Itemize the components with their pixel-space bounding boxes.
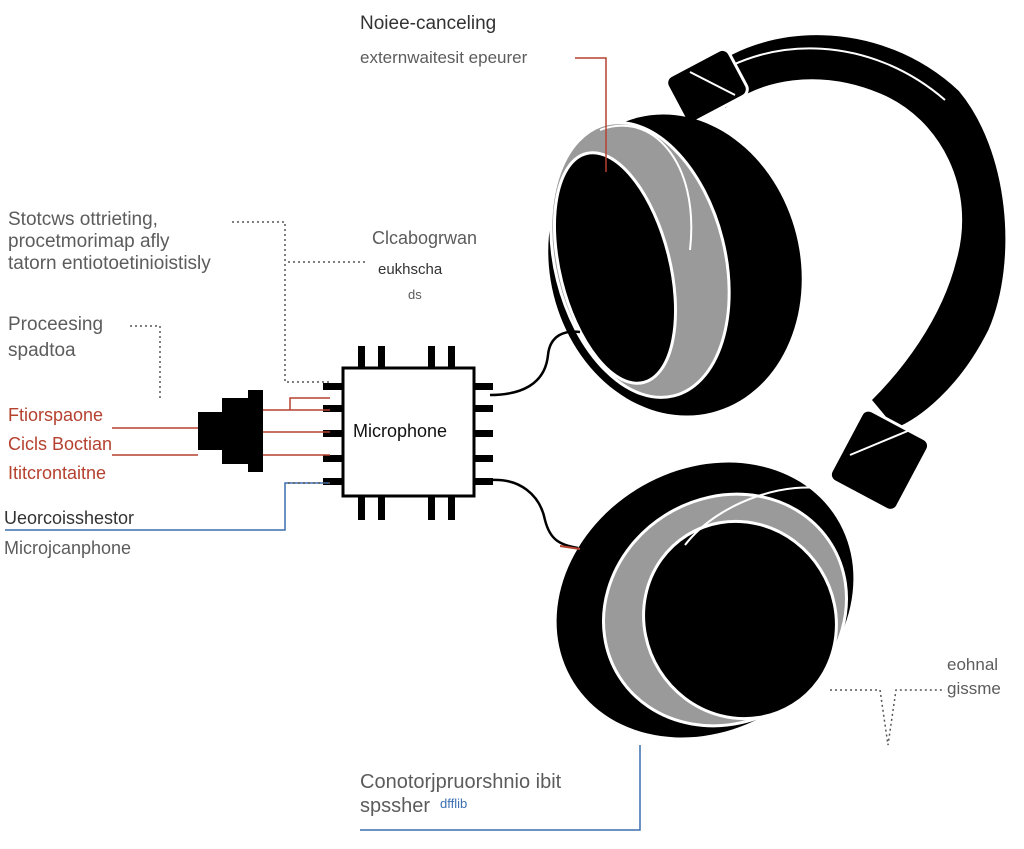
lower-slider	[828, 408, 931, 512]
center-label-line1: Clcabogrwan	[372, 228, 478, 248]
bottom-label-line2: spssher	[360, 795, 431, 817]
blue-label-2: Microjcanphone	[4, 538, 132, 558]
leader-lines	[5, 57, 945, 831]
external-speaker-label: externwaitesit epeurer	[360, 48, 528, 67]
red-label-2: Cicls Boctian	[8, 434, 113, 454]
cables	[489, 330, 581, 550]
right-label-line1: eohnal	[947, 655, 999, 674]
bottom-ear-cup	[556, 462, 854, 738]
cable-tip-red	[559, 545, 581, 550]
status-label-line3: tatorn entiotoetinioistisly	[8, 253, 211, 274]
bottom-label-line1: Conotorjpruorshnio ibit	[360, 771, 562, 793]
blue-label-1: Ueorcoisshestor	[4, 508, 135, 528]
top-slider	[665, 47, 749, 125]
bottom-label-small: dfflib	[440, 796, 468, 811]
center-label-line2: eukhscha	[378, 261, 443, 278]
right-label-line2: gissme	[947, 679, 1001, 698]
red-label-1: Ftiorspaone	[8, 405, 104, 425]
processing-label-line1: Proceesing	[8, 314, 104, 335]
center-label-line3: ds	[408, 287, 422, 302]
processing-label-line2: spadtoa	[8, 340, 76, 361]
top-ear-cup	[548, 114, 802, 416]
noise-canceling-label: Noiee-canceling	[360, 13, 497, 34]
connector-plug	[198, 390, 263, 472]
status-label-line1: Stotcws ottrieting,	[8, 209, 158, 230]
status-label-line2: procetmorimap afly	[8, 231, 170, 252]
red-label-3: Ititcrontaitne	[8, 463, 107, 483]
chip-label: Microphone	[353, 421, 448, 441]
chip	[323, 346, 493, 520]
